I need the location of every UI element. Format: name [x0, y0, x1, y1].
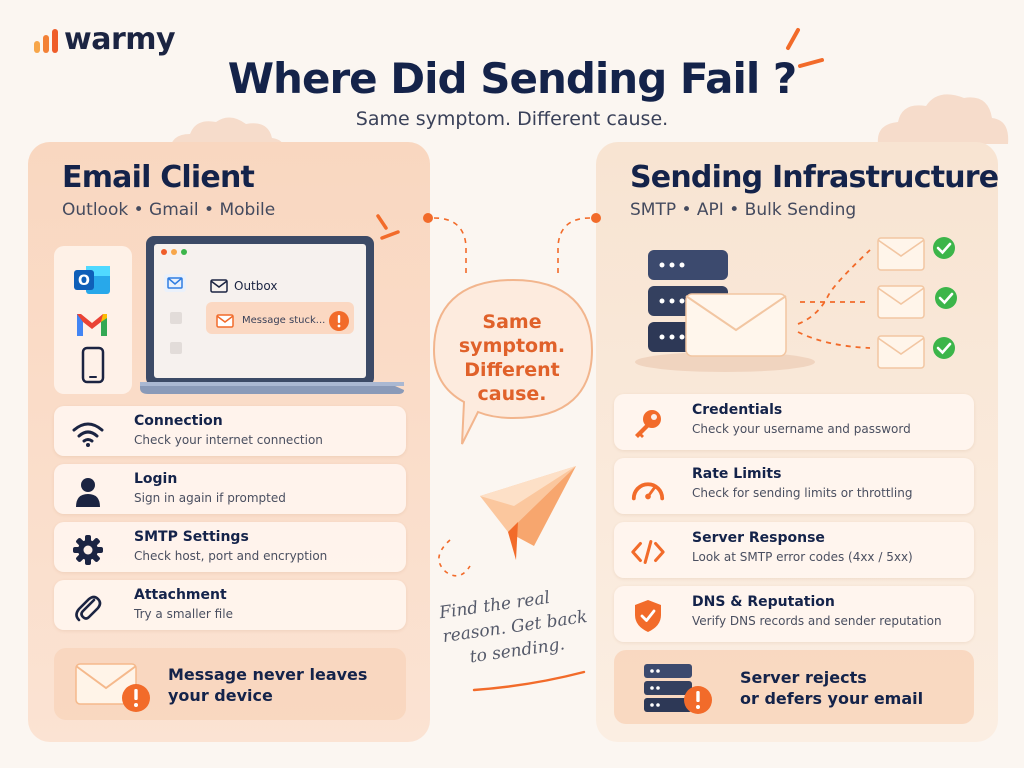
page-title: Where Did Sending Fail ? — [227, 54, 798, 103]
page-subtitle: Same symptom. Different cause. — [355, 108, 669, 130]
phone-icon — [81, 346, 105, 384]
alert-line: Server rejects — [740, 668, 867, 687]
sending-infra-title: Sending Infrastructure — [630, 160, 999, 195]
item-dns-reputation: DNS & Reputation Verify DNS records and … — [614, 586, 974, 642]
key-icon — [630, 406, 666, 442]
item-title: DNS & Reputation — [692, 594, 835, 610]
speech-bubble — [432, 278, 594, 445]
server-warning-icon — [644, 664, 712, 714]
envelope-warning-icon — [75, 663, 150, 712]
wifi-icon — [70, 416, 106, 452]
item-desc: Sign in again if prompted — [134, 491, 286, 505]
item-title: Connection — [134, 413, 223, 429]
email-client-subtitle: Outlook • Gmail • Mobile — [62, 200, 276, 220]
underline-stroke — [472, 670, 586, 692]
item-desc: Check your internet connection — [134, 433, 323, 447]
delivered-envelope-icon — [877, 237, 955, 271]
bubble-line: Same — [482, 311, 542, 333]
code-icon — [630, 534, 666, 570]
outbox-label: Outbox — [234, 279, 278, 293]
item-server-response: Server Response Look at SMTP error codes… — [614, 522, 974, 578]
item-smtp-settings: SMTP Settings Check host, port and encry… — [54, 522, 406, 572]
item-desc: Check your username and password — [692, 422, 911, 436]
delivered-envelope-icon — [877, 285, 957, 319]
alert-line: Message never leaves — [168, 665, 368, 684]
server-stack-illustration — [635, 249, 871, 372]
paperclip-icon — [70, 590, 106, 626]
gmail-icon — [77, 314, 107, 336]
logo-bars-icon — [34, 27, 58, 53]
item-title: SMTP Settings — [134, 529, 249, 545]
bubble-line: Different — [464, 359, 560, 381]
item-rate-limits: Rate Limits Check for sending limits or … — [614, 458, 974, 514]
bubble-line: symptom. — [458, 335, 566, 357]
outbox-mail-icon — [210, 279, 228, 293]
bubble-text: Same symptom. Different cause. — [436, 310, 588, 406]
item-desc: Look at SMTP error codes (4xx / 5xx) — [692, 550, 913, 564]
item-title: Server Response — [692, 530, 825, 546]
item-connection: Connection Check your internet connectio… — [54, 406, 406, 456]
stuck-mail-icon — [216, 314, 234, 328]
stuck-message-label: Message stuck... — [242, 315, 326, 326]
left-alert-text: Message never leaves your device — [168, 664, 367, 706]
item-desc: Check host, port and encryption — [134, 549, 328, 563]
shield-icon — [630, 598, 666, 634]
outlook-icon: O — [74, 266, 110, 294]
alert-line: your device — [168, 686, 273, 705]
gear-icon — [70, 532, 106, 568]
bubble-line: cause. — [477, 383, 547, 405]
svg-text:O: O — [78, 273, 90, 289]
warmy-logo: warmy — [34, 22, 176, 57]
item-desc: Verify DNS records and sender reputation — [692, 614, 942, 628]
item-title: Login — [134, 471, 178, 487]
right-alert-text: Server rejects or defers your email — [740, 667, 923, 709]
dashed-connectors — [423, 213, 601, 278]
cloud-decoration-right — [877, 94, 1009, 144]
item-credentials: Credentials Check your username and pass… — [614, 394, 974, 450]
gauge-icon — [630, 470, 666, 506]
item-title: Credentials — [692, 402, 783, 418]
alert-line: or defers your email — [740, 689, 924, 708]
delivered-envelope-icon — [877, 335, 955, 369]
email-client-title: Email Client — [62, 160, 255, 195]
item-attachment: Attachment Try a smaller file — [54, 580, 406, 630]
sending-infra-subtitle: SMTP • API • Bulk Sending — [630, 200, 857, 220]
logo-text: warmy — [64, 22, 176, 57]
accent-dashes-icon — [786, 28, 824, 68]
item-login: Login Sign in again if prompted — [54, 464, 406, 514]
item-desc: Try a smaller file — [134, 607, 233, 621]
laptop-illustration — [140, 236, 404, 394]
item-desc: Check for sending limits or throttling — [692, 486, 913, 500]
user-icon — [70, 474, 106, 510]
paper-plane-icon — [438, 466, 576, 577]
item-title: Attachment — [134, 587, 227, 603]
sparkle-dashes-icon — [376, 214, 400, 240]
handwritten-note: Find the real reason. Get back to sendin… — [438, 579, 606, 673]
warning-icon — [329, 311, 349, 331]
item-title: Rate Limits — [692, 466, 782, 482]
